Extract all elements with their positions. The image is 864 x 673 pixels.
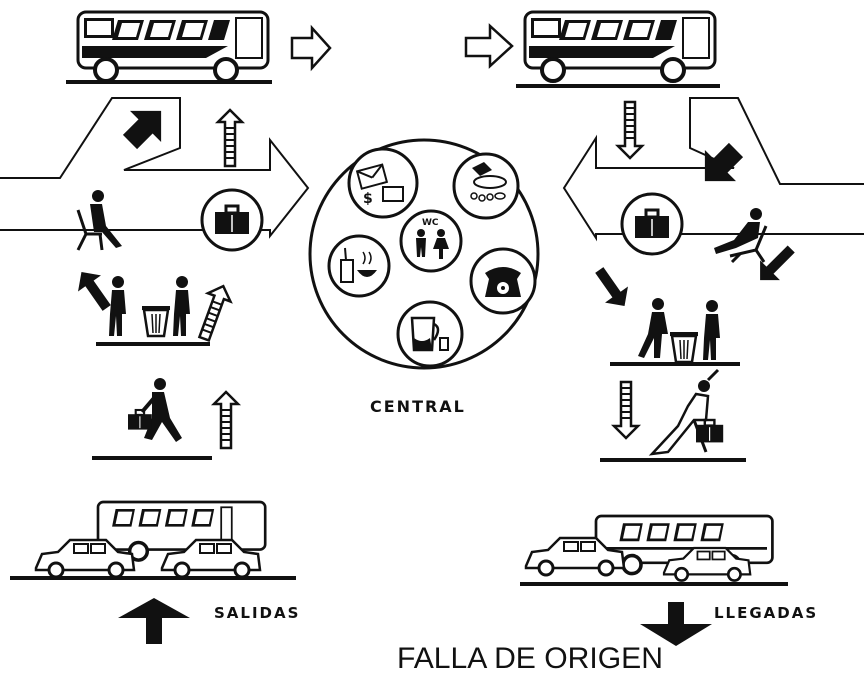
suitcase-icon [200,188,264,252]
food-icon [327,234,391,298]
jug-icon [396,300,464,368]
departures-arrow-icon [118,598,190,644]
arrivals-label: LLEGADAS [714,604,818,622]
svg-text:$: $ [363,191,373,207]
person-walking-icon [109,276,126,336]
arrow-icon [191,280,236,345]
arrow-icon [290,24,332,72]
person-icon [703,300,720,360]
person-icon [173,276,190,336]
arrow-icon [612,380,640,440]
person-sitting-icon [714,208,768,264]
solid-arrow-icon [587,261,636,315]
arrow-icon [122,110,162,150]
bus-icon [96,500,267,562]
mail-icon: $ [347,147,419,219]
person-sitting-icon [76,190,122,251]
arrow-icon [616,100,644,160]
origin-stamp-text: FALLA DE ORIGEN [397,642,663,673]
person-running-icon [648,368,725,456]
wc-label: WC [422,218,439,228]
arrow-icon [216,108,244,168]
suitcase-icon [620,192,684,256]
arrow-icon [464,23,514,69]
trash-can-icon [668,330,700,364]
central-label: CENTRAL [370,397,466,416]
departures-label: SALIDAS [214,604,300,622]
restroom-icon: WC [399,209,463,273]
telephone-icon [469,247,537,315]
person-walking-icon [638,298,668,358]
arrival-bus-icon [523,10,717,83]
arrow-icon [212,390,240,450]
trash-can-icon [140,304,172,338]
arrow-icon [704,142,744,182]
candy-icon [452,152,520,220]
arrivals-arrow-icon [640,602,712,646]
person-walking-icon [126,378,182,442]
departure-bus-icon [76,10,270,83]
